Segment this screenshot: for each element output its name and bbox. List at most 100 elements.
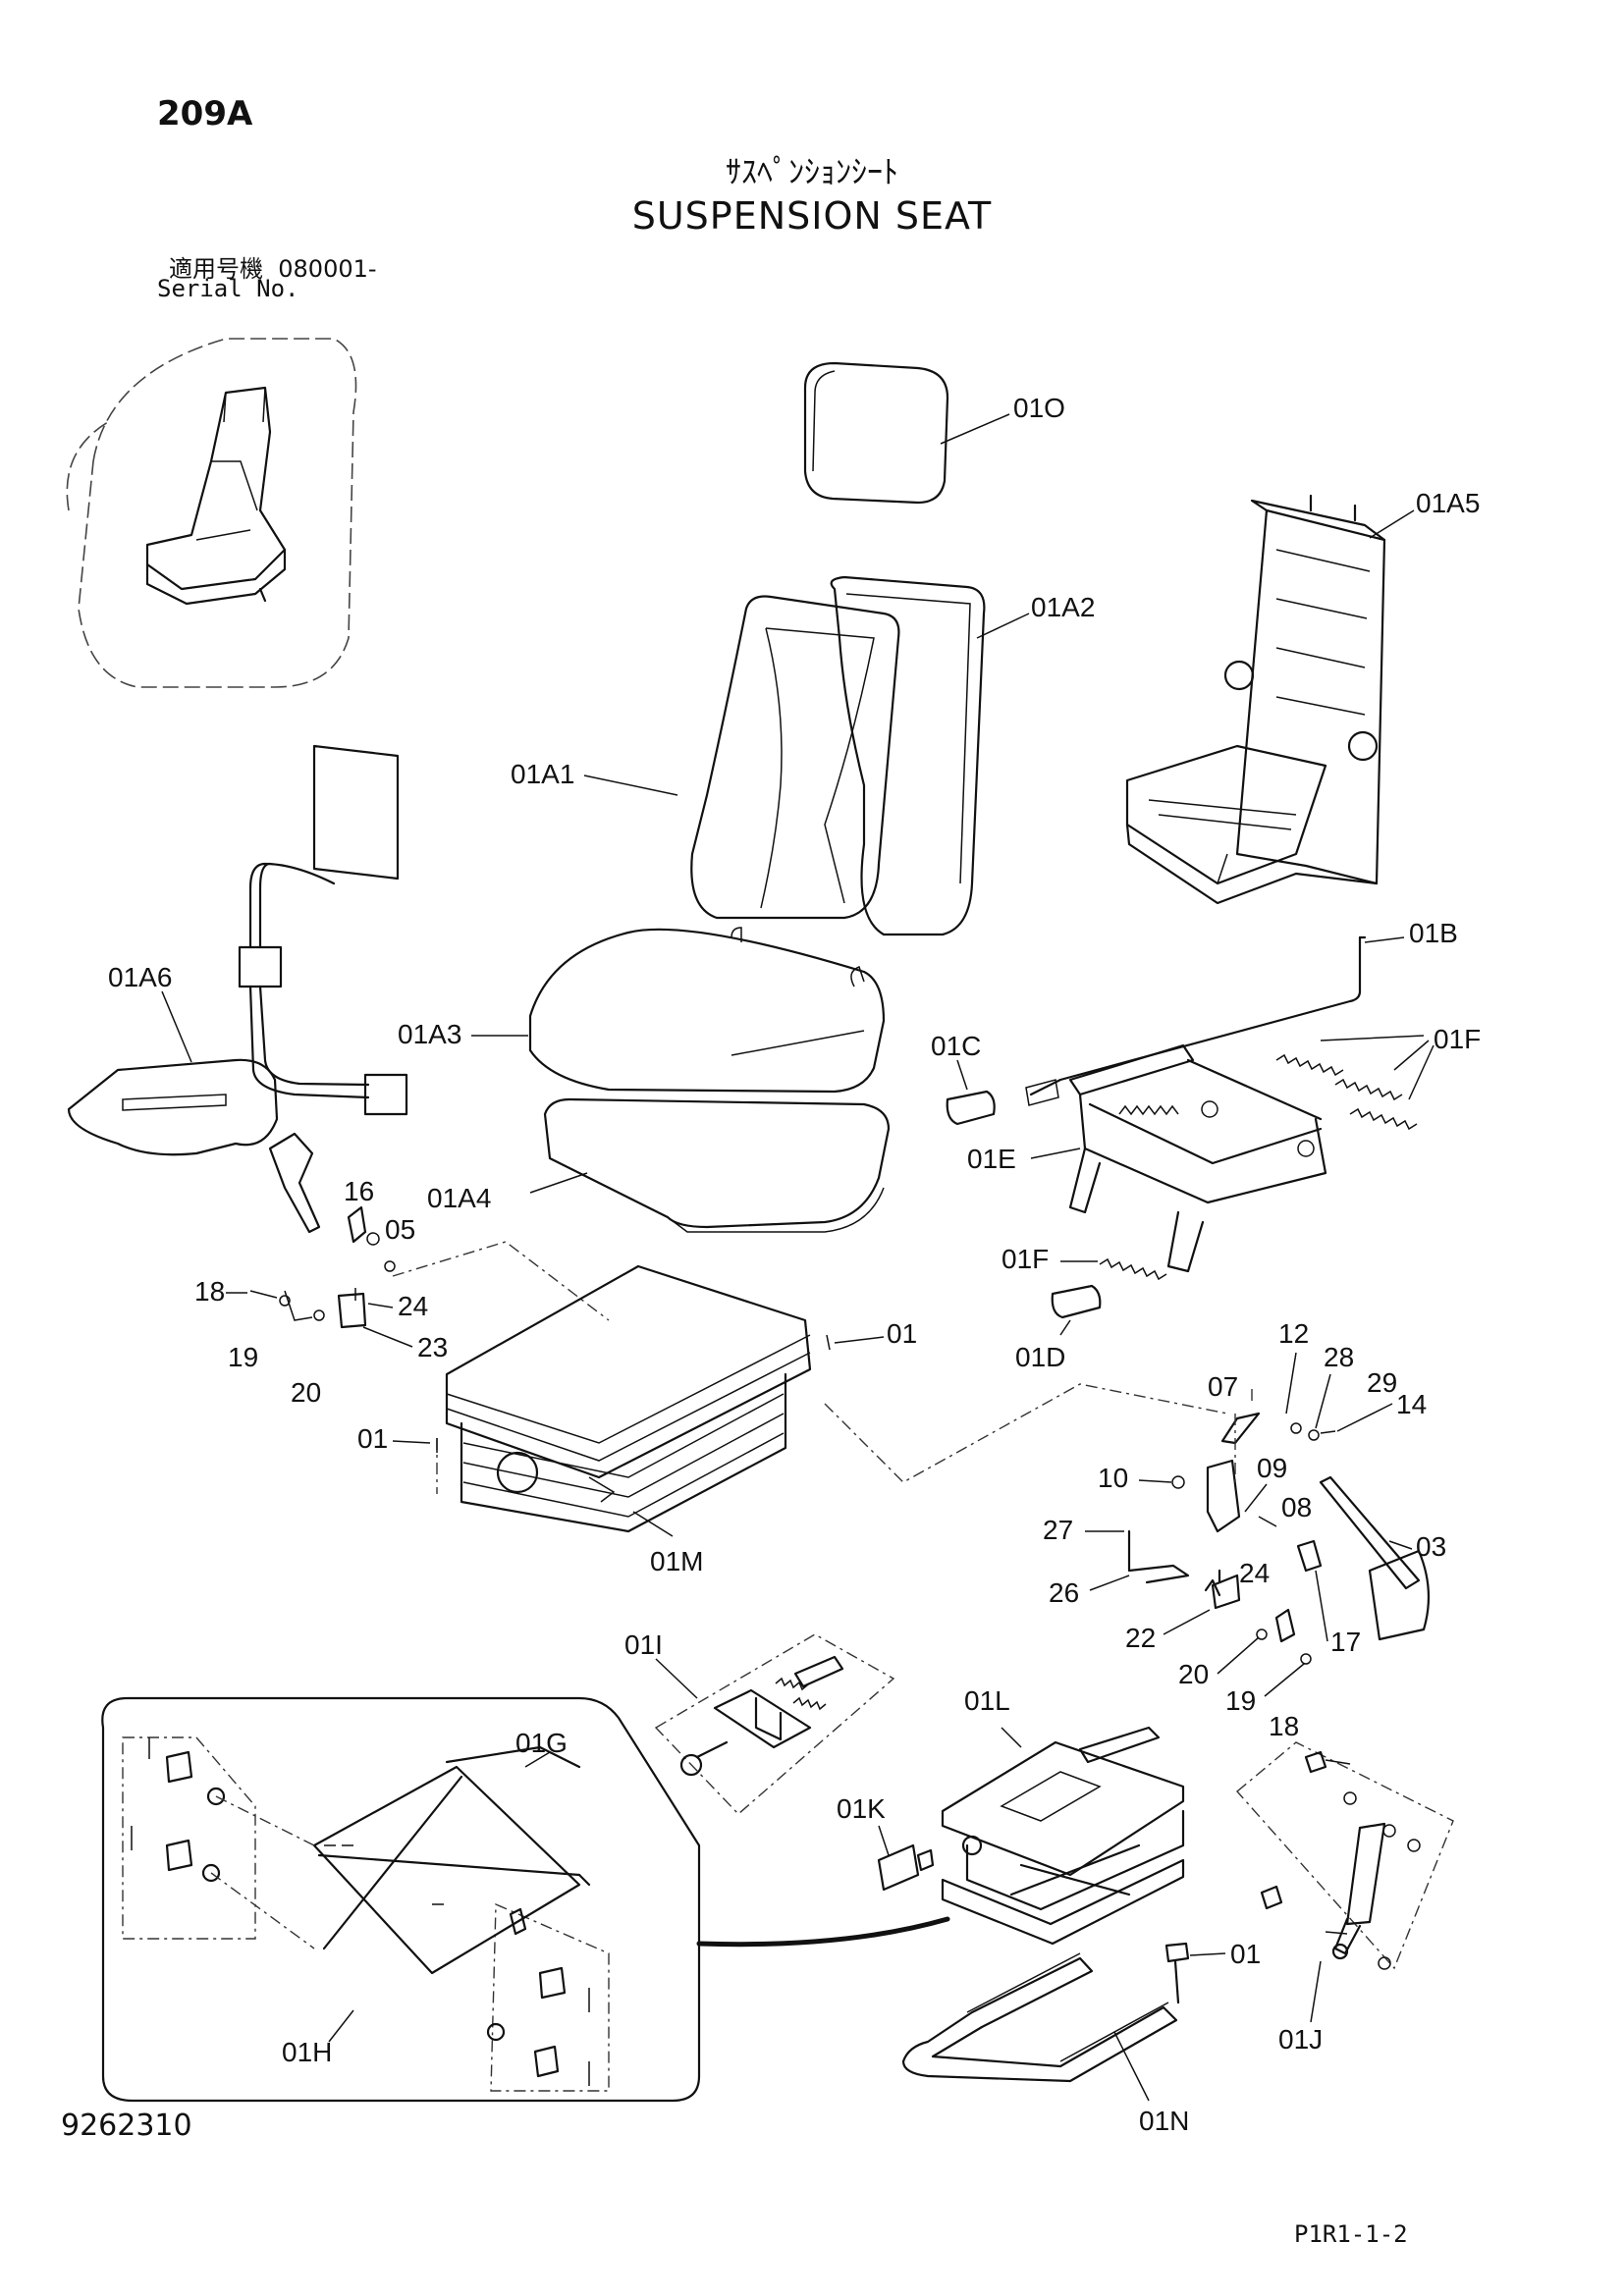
leader-01D: [1059, 1319, 1071, 1336]
callout-14: 14: [1396, 1389, 1427, 1419]
part-springs-upper: [1275, 1053, 1418, 1131]
callout-01M: 01M: [650, 1546, 703, 1576]
part-belt-buckle: [249, 1132, 396, 1329]
callout-26: 26: [1049, 1577, 1079, 1608]
part-back-cover: [830, 575, 986, 936]
leader-01A2: [976, 613, 1030, 639]
callout-01G: 01G: [515, 1728, 568, 1758]
leader-10: [1138, 1479, 1172, 1483]
drawing-number: 9262310: [61, 2109, 192, 2143]
part-screw-01-c: [1164, 1942, 1190, 2004]
part-seat-frame: [1125, 494, 1386, 905]
part-suspension-mechanism: [941, 1726, 1185, 1946]
callout-01-a: 01: [887, 1318, 917, 1349]
leader-01J: [1310, 1960, 1322, 2023]
leader-28: [1315, 1373, 1331, 1429]
leader-01-a: [834, 1336, 885, 1344]
callout-01-c: 01: [1230, 1939, 1261, 1969]
part-release-cable: [1025, 935, 1367, 1106]
part-screw-01-a: [826, 1334, 831, 1351]
connector-line: [696, 1916, 950, 1948]
callout-01A6: 01A6: [108, 962, 172, 992]
callout-17: 17: [1330, 1627, 1361, 1657]
page-code: 209A: [157, 94, 253, 133]
leader-01G: [524, 1751, 551, 1768]
part-adjust-knob-d: [1051, 1284, 1102, 1319]
callout-01A4: 01A4: [427, 1183, 491, 1213]
part-headrest: [803, 361, 949, 505]
cab-location-thumbnail: [66, 338, 357, 688]
leader-01C: [956, 1059, 968, 1091]
callout-08: 08: [1281, 1492, 1312, 1522]
leader-01N: [1113, 2031, 1150, 2102]
callout-09: 09: [1257, 1453, 1287, 1483]
callout-01I: 01I: [624, 1629, 663, 1660]
leader-01-c: [1189, 1952, 1226, 1956]
callout-01K: 01K: [837, 1793, 886, 1824]
callout-01F-b: 01F: [1001, 1244, 1049, 1274]
part-seat-pan: [543, 1097, 891, 1233]
part-spring-kit: [654, 1633, 895, 1815]
part-adjust-knob-c: [946, 1090, 996, 1126]
callout-19-b: 19: [1225, 1685, 1256, 1716]
callout-20-b: 20: [1178, 1659, 1209, 1689]
part-spring-lower: [1099, 1257, 1167, 1281]
leader-01H: [328, 2009, 354, 2043]
callout-01J: 01J: [1278, 2024, 1323, 2055]
callout-01F-a: 01F: [1434, 1024, 1481, 1054]
leader-24-a: [367, 1303, 394, 1308]
leader-01F-a: [1320, 1035, 1435, 1100]
leader-01A6: [161, 990, 192, 1063]
callout-29: 29: [1367, 1367, 1397, 1398]
callout-12: 12: [1278, 1318, 1309, 1349]
callout-22: 22: [1125, 1623, 1156, 1653]
leader-23: [362, 1326, 413, 1348]
callout-27: 27: [1043, 1515, 1073, 1545]
callout-01A2: 01A2: [1031, 592, 1095, 622]
part-shock-absorber: [1235, 1741, 1454, 1970]
callout-01O: 01O: [1013, 393, 1065, 423]
callout-24-a: 24: [398, 1291, 428, 1321]
leader-01A4: [529, 1172, 588, 1194]
callout-18-a: 18: [194, 1276, 225, 1307]
hidden-line-right: [1234, 1389, 1253, 1482]
serial-label-english: Serial No.: [157, 275, 299, 302]
callout-18-b: 18: [1269, 1711, 1299, 1741]
part-scissor-detail-panel: [101, 1696, 701, 2103]
part-seat-cushion: [528, 927, 886, 1094]
leader-12: [1285, 1352, 1297, 1415]
callout-01D: 01D: [1015, 1342, 1065, 1372]
callout-07: 07: [1208, 1371, 1238, 1402]
callout-01-b: 01: [357, 1423, 388, 1454]
leader-01A5: [1369, 509, 1415, 539]
reference-code: P1R1-1-2: [1294, 2220, 1408, 2248]
leader-17: [1315, 1570, 1328, 1642]
serial-label-japanese: 適用号機 080001-: [169, 249, 377, 284]
leader-20-b: [1217, 1636, 1260, 1675]
leader-01-b: [392, 1440, 431, 1444]
part-stopper: [877, 1843, 935, 1892]
leader-01B: [1364, 936, 1405, 943]
callout-01C: 01C: [931, 1031, 981, 1061]
serial-value: 080001-: [278, 255, 377, 283]
leader-01L: [1001, 1727, 1022, 1748]
part-suspension-base: [445, 1264, 812, 1533]
callout-01N: 01N: [1139, 2106, 1189, 2136]
leader-01A1: [583, 774, 678, 796]
leader-01I: [655, 1658, 698, 1699]
callout-01A1: 01A1: [511, 759, 574, 789]
leader-01E: [1030, 1148, 1081, 1159]
callout-01B: 01B: [1409, 918, 1458, 948]
callout-10: 10: [1098, 1463, 1128, 1493]
callout-05: 05: [385, 1214, 415, 1245]
part-back-cushion: [690, 595, 900, 920]
leader-01K: [878, 1825, 890, 1856]
part-slide-rail: [1068, 1043, 1327, 1273]
leader-09: [1244, 1483, 1268, 1513]
callout-01A3: 01A3: [398, 1019, 461, 1049]
callout-03: 03: [1416, 1531, 1446, 1562]
callout-01A5: 01A5: [1416, 488, 1480, 518]
callout-24-b: 24: [1239, 1558, 1270, 1588]
